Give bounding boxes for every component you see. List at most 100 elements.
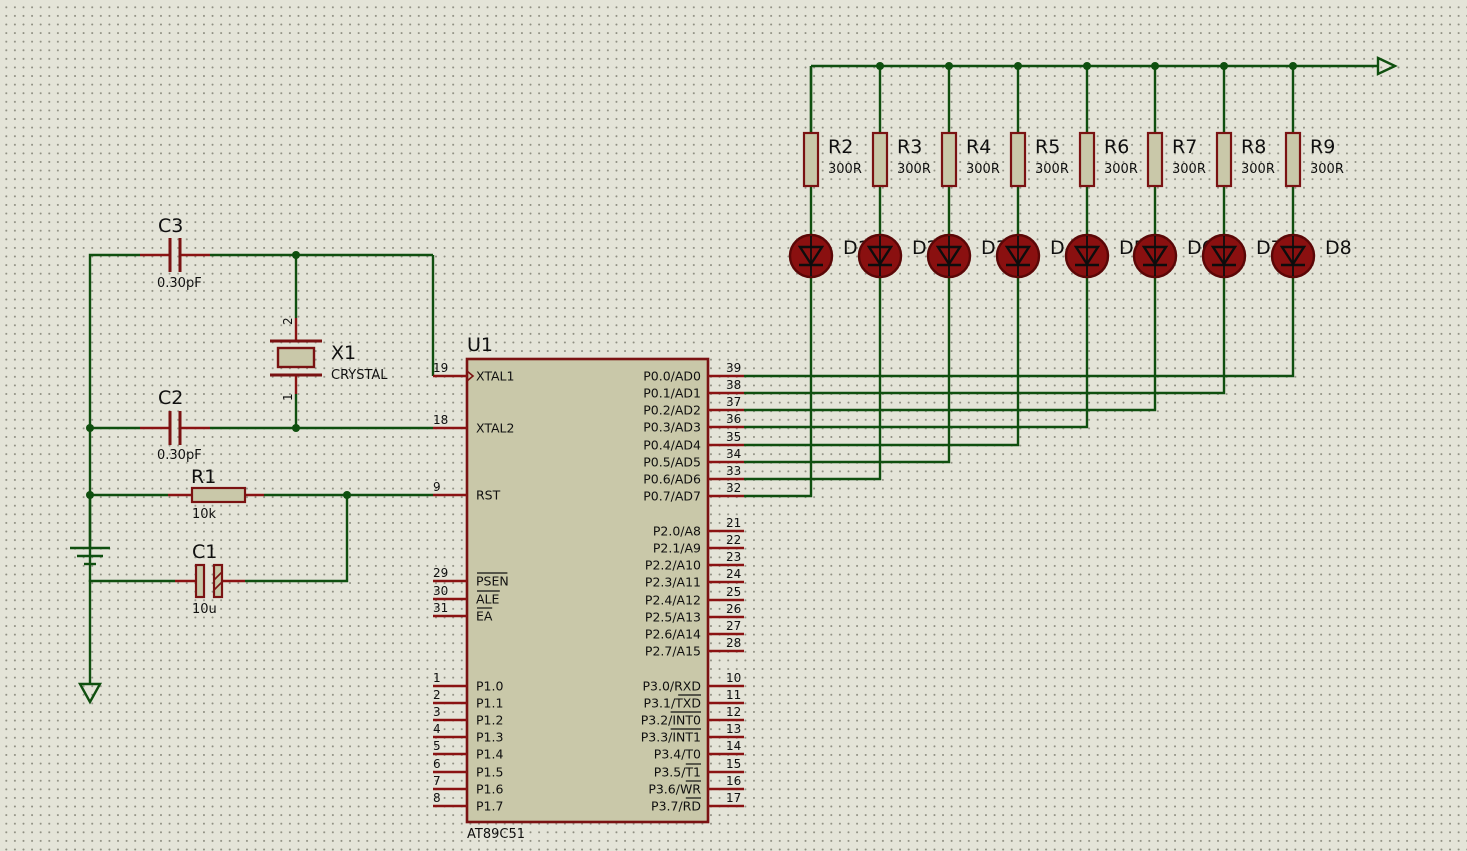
chip-pin-number: 3 <box>433 705 441 719</box>
chip-pin-label: ALE <box>476 592 500 607</box>
chip-pin-number: 36 <box>726 412 741 426</box>
c1-right-wire <box>245 495 349 583</box>
led-d2[interactable]: D2 <box>857 233 939 279</box>
chip-pin-number: 11 <box>726 688 741 702</box>
chip-pin-number: 27 <box>726 619 741 633</box>
chip-pin-label: P2.6/A14 <box>645 627 701 642</box>
capacitor-c2[interactable]: C2 0.30pF <box>140 387 210 463</box>
vcc-arrow-icon <box>1376 56 1398 76</box>
chip-pin-number: 4 <box>433 722 441 736</box>
x1-pin-top: 2 <box>281 317 295 325</box>
resistor-ref: R8 <box>1241 136 1266 158</box>
resistor-r6[interactable]: R6 300R <box>1078 131 1138 188</box>
chip-pin-label: P3.6/WR <box>648 782 701 797</box>
chip-pin-label: P0.4/AD4 <box>643 438 701 453</box>
chip-pin-label: P2.5/A13 <box>645 610 701 625</box>
chip-pin-number: 34 <box>726 447 741 461</box>
resistor-ref: R6 <box>1104 136 1129 158</box>
led-d1[interactable]: D1 <box>788 233 870 279</box>
c3-ref: C3 <box>158 215 183 237</box>
c1-left-wire <box>88 579 175 684</box>
chip-pin-label: EA <box>476 609 493 624</box>
resistor-value: 300R <box>1104 162 1138 177</box>
chip-pin-number: 23 <box>726 550 741 564</box>
chip-pin-label: P0.3/AD3 <box>643 420 701 435</box>
chip-pin-label: P2.3/A11 <box>645 575 701 590</box>
chip-pin-number: 19 <box>433 361 448 375</box>
resistor-value: 300R <box>828 162 862 177</box>
chip-u1[interactable]: U1 AT89C51 XTAL119XTAL218RST9PSEN29ALE30… <box>433 334 744 842</box>
chip-body[interactable] <box>465 357 710 824</box>
crystal-x1[interactable]: X1 CRYSTAL 2 1 <box>270 317 388 401</box>
ground-arrow-icon <box>77 682 103 705</box>
chip-pin-label: P1.5 <box>476 765 503 780</box>
chip-pin-number: 22 <box>726 533 741 547</box>
ground-rail-wire <box>88 253 140 582</box>
chip-pin-number: 29 <box>433 566 448 580</box>
led-ref: D8 <box>1325 237 1352 259</box>
c2-ref: C2 <box>158 387 183 409</box>
chip-pin-number: 35 <box>726 430 741 444</box>
resistor-r5[interactable]: R5 300R <box>1009 131 1069 188</box>
chip-pin-label: P2.0/A8 <box>653 524 701 539</box>
chip-pin-label: P2.1/A9 <box>653 541 701 556</box>
led-d6[interactable]: D6 <box>1132 233 1214 279</box>
chip-pin-label: P1.0 <box>476 679 503 694</box>
r1-value: 10k <box>192 507 217 522</box>
chip-ref: U1 <box>467 334 493 356</box>
chip-pin-number: 12 <box>726 705 741 719</box>
chip-pin-number: 28 <box>726 636 741 650</box>
led-d8[interactable]: D8 <box>1270 233 1352 279</box>
capacitor-c1[interactable]: C1 10u <box>175 541 245 617</box>
chip-pin-label: P0.5/AD5 <box>643 455 701 470</box>
chip-pin-number: 32 <box>726 481 741 495</box>
chip-pin-number: 38 <box>726 378 741 392</box>
led-d5[interactable]: D5 <box>1064 233 1146 279</box>
chip-pin-number: 33 <box>726 464 741 478</box>
chip-pin-number: 39 <box>726 361 741 375</box>
c1-value: 10u <box>192 602 217 617</box>
chip-pin-number: 10 <box>726 671 741 685</box>
chip-pin-label: XTAL2 <box>476 421 514 436</box>
chip-pin-label: P0.1/AD1 <box>643 386 701 401</box>
chip-pin-number: 21 <box>726 516 741 530</box>
chip-pin-label: P0.2/AD2 <box>643 403 701 418</box>
chip-pin-number: 17 <box>726 791 741 805</box>
chip-pin-number: 30 <box>433 584 448 598</box>
chip-pin-number: 37 <box>726 395 741 409</box>
chip-pin-label: RST <box>476 488 501 503</box>
led-column-wires <box>744 66 1295 498</box>
resistor-value: 300R <box>1172 162 1206 177</box>
chip-pin-label: P3.2/INT0 <box>641 713 701 728</box>
led-d4[interactable]: D4 <box>995 233 1077 279</box>
chip-pin-number: 2 <box>433 688 441 702</box>
c1-ref: C1 <box>192 541 217 563</box>
chip-pin-label: P2.2/A10 <box>645 558 701 573</box>
led-d7[interactable]: D7 <box>1201 233 1283 279</box>
chip-pin-label: P1.7 <box>476 799 503 814</box>
capacitor-c3[interactable]: C3 0.30pF <box>140 215 210 291</box>
chip-pin-label: P0.6/AD6 <box>643 472 701 487</box>
resistor-r1[interactable]: R1 10k <box>168 466 264 522</box>
resistor-ref: R5 <box>1035 136 1060 158</box>
chip-pin-number: 8 <box>433 791 441 805</box>
chip-pin-label: XTAL1 <box>476 369 514 384</box>
chip-pins: XTAL119XTAL218RST9PSEN29ALE30EA31P1.01P1… <box>433 361 744 814</box>
chip-pin-label: P1.2 <box>476 713 503 728</box>
c2-value: 0.30pF <box>157 448 202 463</box>
chip-pin-label: PSEN <box>476 574 509 589</box>
resistor-value: 300R <box>1035 162 1069 177</box>
resistor-ref: R9 <box>1310 136 1335 158</box>
chip-pin-label: P1.4 <box>476 747 503 762</box>
chip-pin-label: P1.1 <box>476 696 503 711</box>
led-d3[interactable]: D3 <box>926 233 1008 279</box>
chip-pin-number: 31 <box>433 601 448 615</box>
